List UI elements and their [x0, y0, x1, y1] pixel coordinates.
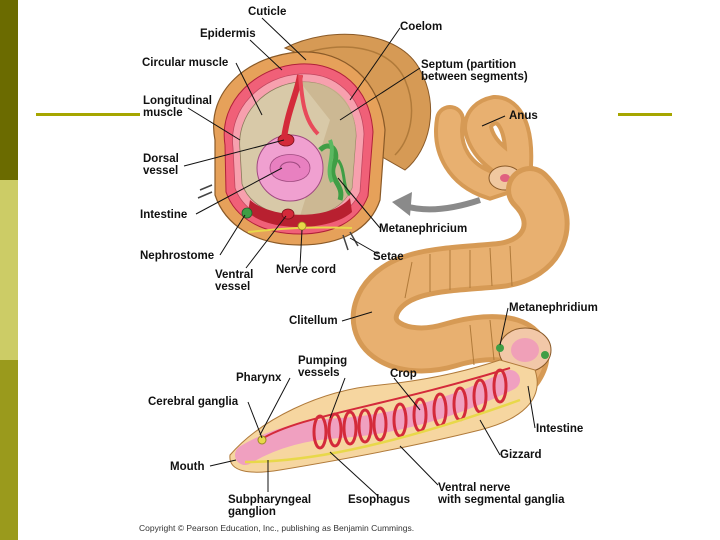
label-cerebral-ganglia: Cerebral ganglia — [148, 396, 238, 408]
label-crop: Crop — [390, 368, 417, 380]
label-mouth: Mouth — [170, 461, 204, 473]
label-pumping-vessels: Pumping vessels — [298, 355, 347, 379]
label-septum: Septum (partition between segments) — [421, 59, 528, 83]
label-subpharyngeal-ganglion: Subpharyngeal ganglion — [228, 494, 311, 518]
label-intestine-cross-section: Intestine — [140, 209, 187, 221]
label-clitellum: Clitellum — [289, 315, 338, 327]
label-epidermis: Epidermis — [200, 28, 256, 40]
label-metanephricium: Metanephricium — [379, 223, 467, 235]
label-nerve-cord: Nerve cord — [276, 264, 336, 276]
label-nephrostome: Nephrostome — [140, 250, 214, 262]
label-ventral-vessel: Ventral vessel — [215, 269, 253, 293]
label-anus: Anus — [509, 110, 538, 122]
label-coelom: Coelom — [400, 21, 442, 33]
copyright-notice: Copyright © Pearson Education, Inc., pub… — [139, 523, 414, 533]
label-circular-muscle: Circular muscle — [142, 57, 228, 69]
label-cuticle: Cuticle — [248, 6, 286, 18]
label-dorsal-vessel: Dorsal vessel — [143, 153, 179, 177]
label-metanephridium: Metanephridium — [509, 302, 598, 314]
label-intestine-body: Intestine — [536, 423, 583, 435]
label-ventral-nerve: Ventral nerve with segmental ganglia — [438, 482, 565, 506]
label-gizzard: Gizzard — [500, 449, 542, 461]
label-pharynx: Pharynx — [236, 372, 281, 384]
cross-section-drawing — [198, 34, 431, 250]
label-setae: Setae — [373, 251, 404, 263]
label-longitudinal-muscle: Longitudinal muscle — [143, 95, 212, 119]
arrow-icon — [392, 192, 480, 216]
label-esophagus: Esophagus — [348, 494, 410, 506]
